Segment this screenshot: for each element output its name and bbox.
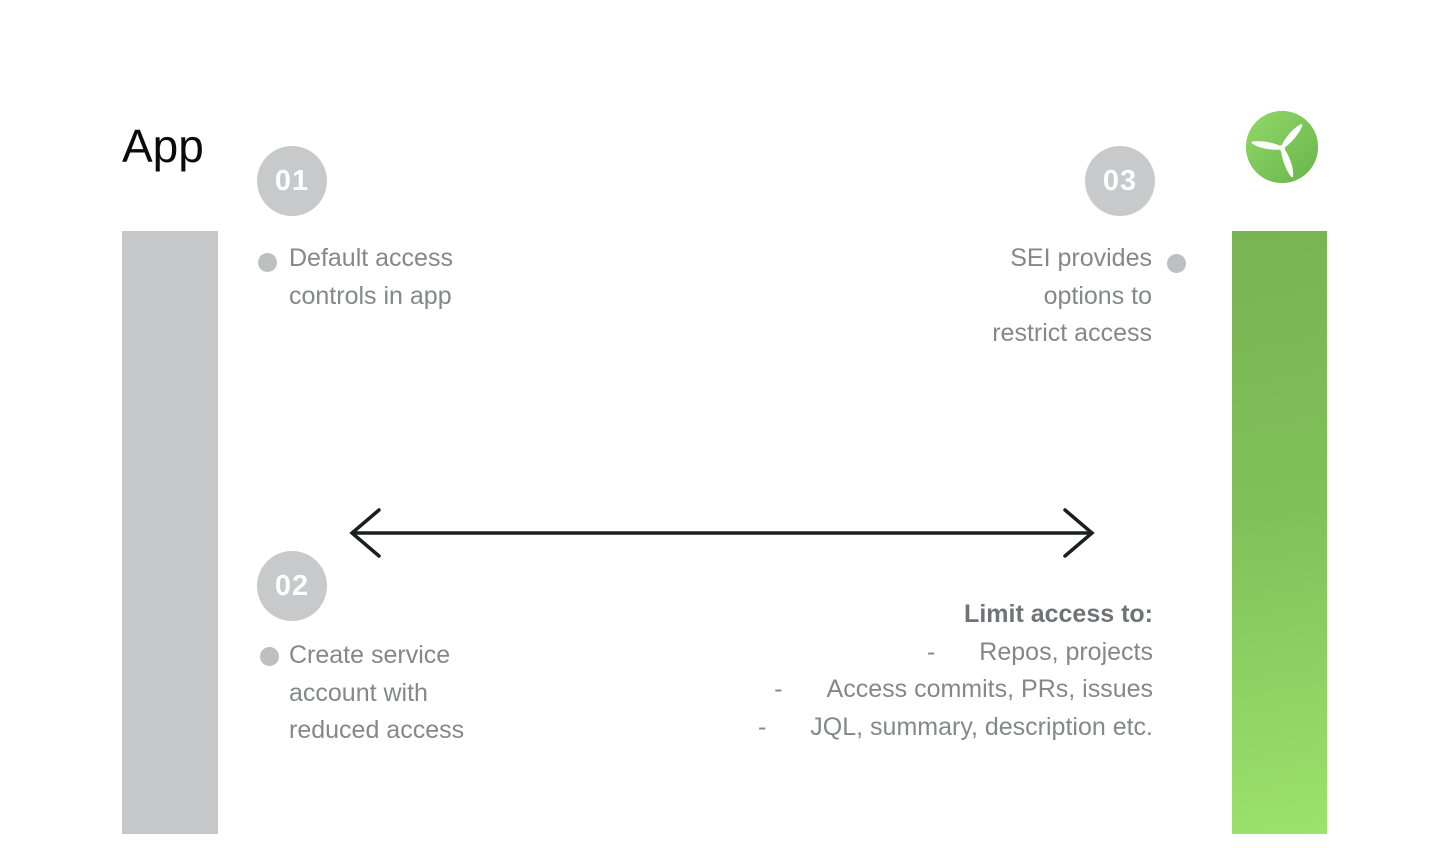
note-line: SEI provides [1010, 244, 1152, 272]
limit-access-item: - JQL, summary, description etc. [758, 709, 1153, 747]
dash-glyph: - [774, 675, 783, 703]
sei-propeller-logo-icon [1244, 109, 1320, 185]
step-02-note: Create service account with reduced acce… [289, 637, 464, 750]
limit-item-text: Access commits, PRs, issues [826, 675, 1153, 703]
limit-item-text: JQL, summary, description etc. [810, 712, 1153, 741]
step-03-note: SEI provides options to restrict access [992, 240, 1152, 353]
note-line: reduced access [289, 716, 465, 744]
sei-column-bar [1232, 231, 1327, 834]
step-badge-02: 02 [257, 551, 327, 621]
step-badge-01: 01 [257, 146, 327, 216]
note-line: Default access [289, 244, 453, 272]
limit-item-text: Repos, projects [979, 637, 1153, 666]
step-badge-03: 03 [1085, 146, 1155, 216]
note-line: restrict access [992, 319, 1152, 347]
note-line: account with [289, 678, 428, 707]
step-01-note: Default access controls in app [289, 240, 453, 315]
app-title: App [122, 120, 204, 172]
note-line: controls in app [289, 281, 452, 310]
step-number: 03 [1102, 164, 1138, 197]
step-number: 02 [274, 569, 310, 602]
limit-access-item: - Repos, projects [758, 634, 1153, 672]
note-line: Create service [289, 641, 451, 669]
limit-access-block: Limit access to: - Repos, projects - Acces… [758, 596, 1153, 746]
bullet-icon [1167, 254, 1186, 273]
limit-access-item: - Access commits, PRs, issues [758, 671, 1153, 709]
dash-glyph: - [757, 712, 767, 741]
double-headed-arrow [349, 508, 1095, 558]
app-column-bar [122, 231, 218, 834]
limit-access-heading: Limit access to: [964, 600, 1153, 628]
dash-glyph: - [926, 637, 936, 666]
bullet-icon [260, 647, 279, 666]
step-number: 01 [274, 164, 310, 197]
note-line: options to [1043, 281, 1152, 310]
bullet-icon [258, 253, 277, 272]
